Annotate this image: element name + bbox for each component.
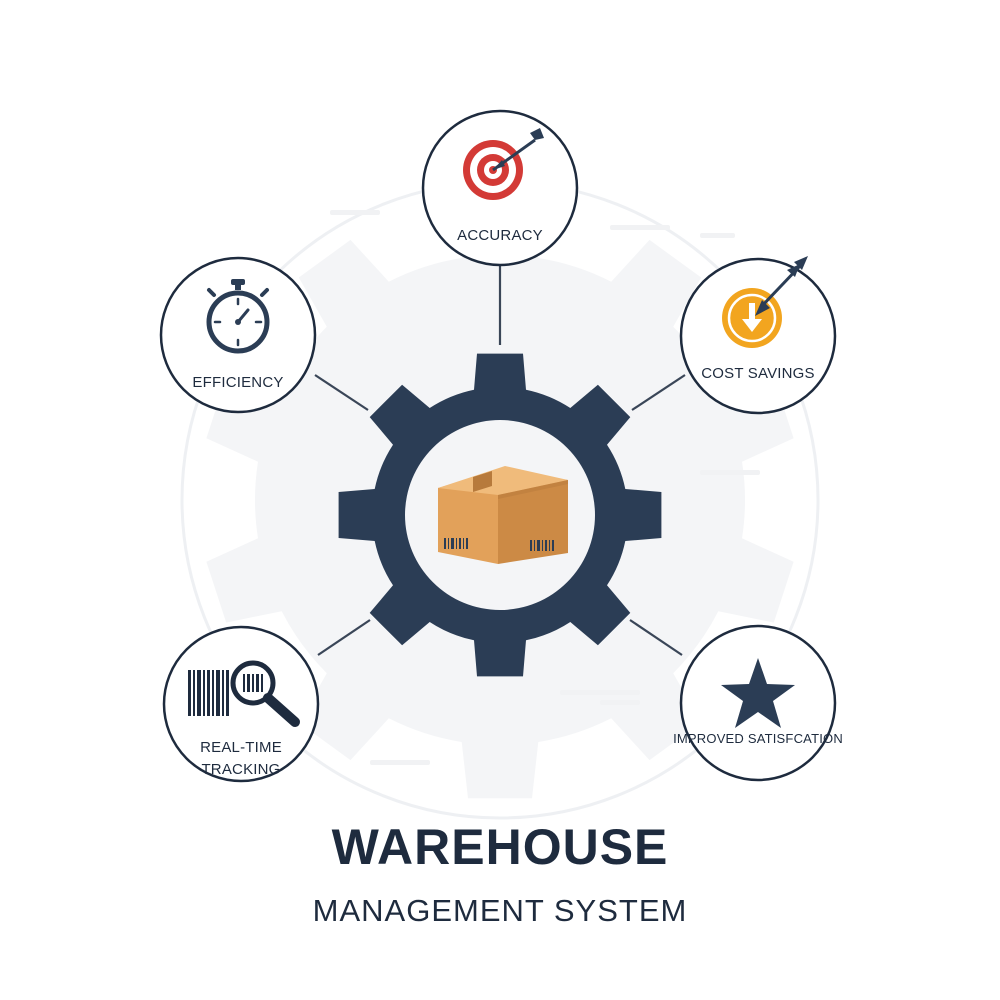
connector-satisfaction (629, 619, 683, 656)
gear-icon (338, 353, 662, 677)
connector-tracking (317, 619, 371, 656)
node-accuracy: ACCURACY (421, 109, 579, 267)
node-cost-savings-label: COST SAVINGS (701, 365, 815, 382)
target-arrow-icon (463, 128, 544, 200)
title-main: WAREHOUSE (331, 819, 669, 875)
coin-down-arrow-icon (722, 256, 808, 348)
node-satisfaction-label: IMPROVED SATISFCATION (673, 731, 843, 746)
node-efficiency-label: EFFICIENCY (192, 374, 283, 391)
node-tracking-label-line1: REAL-TIME (200, 739, 282, 756)
stopwatch-icon (206, 279, 270, 354)
node-accuracy-label: ACCURACY (457, 227, 543, 244)
node-real-time-tracking: REAL-TIME TRACKING (162, 625, 320, 783)
node-tracking-label-line2: TRACKING (201, 761, 280, 778)
barcode-magnifier-icon (188, 660, 300, 727)
connector-efficiency (314, 374, 369, 411)
title-sub: MANAGEMENT SYSTEM (312, 893, 688, 928)
node-cost-savings: COST SAVINGS (679, 256, 837, 415)
central-gear (338, 353, 662, 677)
node-improved-satisfaction: IMPROVED SATISFCATION (673, 624, 843, 782)
package-box-icon (438, 466, 568, 564)
connector-lines (314, 265, 686, 656)
connector-cost-savings (631, 374, 686, 411)
star-icon (721, 658, 795, 728)
node-efficiency: EFFICIENCY (159, 256, 317, 414)
